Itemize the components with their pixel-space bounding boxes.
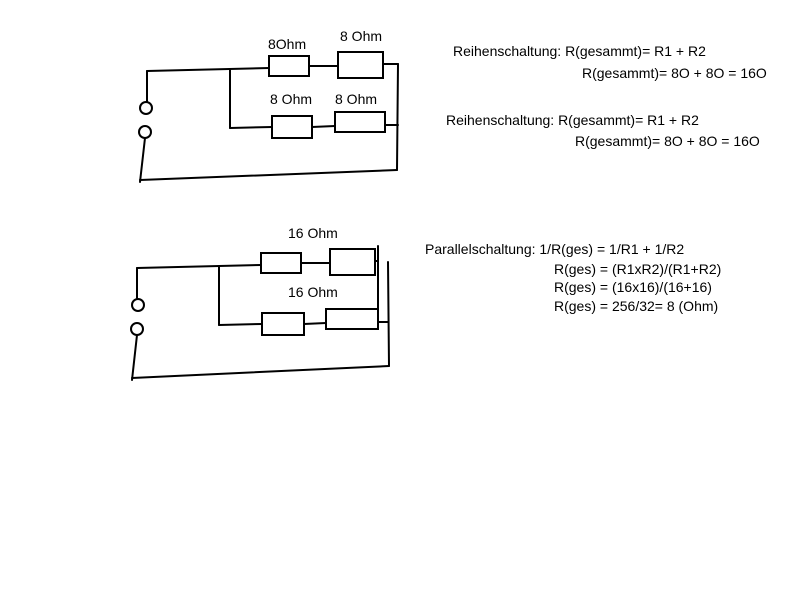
series-equation-1-line-1: Reihenschaltung: R(gesammt)= R1 + R2 [453, 43, 706, 59]
series-equation-2-line-1: Reihenschaltung: R(gesammt)= R1 + R2 [446, 112, 699, 128]
c2-bottom-lead [218, 323, 263, 326]
c2-resistor-top-1 [260, 252, 302, 274]
c2-bottom-link [303, 322, 327, 325]
c1-bottom-link [311, 125, 336, 128]
c2-label-bottom: 16 Ohm [288, 284, 338, 300]
c1-label-top-2: 8 Ohm [340, 28, 382, 44]
circuit-2: 16 Ohm 16 Ohm [130, 225, 390, 381]
c2-right-rail [387, 261, 390, 367]
c1-return-wire [139, 169, 398, 181]
c2-left-wire-bottom [131, 334, 138, 381]
c1-top-wire [146, 67, 270, 72]
c2-terminal-top [131, 298, 145, 312]
c1-bottom-lead [229, 126, 273, 129]
series-equation-2-line-2: R(gesammt)= 8O + 8O = 16O [575, 133, 760, 149]
series-equation-1-line-2: R(gesammt)= 8O + 8O = 16O [582, 65, 767, 81]
c2-resistor-bottom-1 [261, 312, 305, 336]
parallel-equation-line-4: R(ges) = 256/32= 8 (Ohm) [554, 298, 719, 314]
parallel-equation-line-1: Parallelschaltung: 1/R(ges) = 1/R1 + 1/R… [425, 241, 685, 257]
c1-resistor-top-1 [268, 55, 310, 77]
c2-resistor-bottom-2 [325, 308, 379, 330]
c2-terminal-bottom [130, 322, 144, 336]
c2-return-wire [131, 365, 390, 379]
c1-terminal-bottom [138, 125, 152, 139]
c1-resistor-bottom-2 [334, 111, 386, 133]
parallel-equation-line-3: R(ges) = (16x16)/(16+16) [554, 279, 712, 295]
c1-left-wire-bottom [139, 137, 146, 183]
c1-resistor-bottom-1 [271, 115, 313, 139]
c1-label-top-1: 8Ohm [268, 36, 306, 52]
c1-label-bottom-1: 8 Ohm [270, 91, 312, 107]
c1-resistor-top-2 [337, 51, 384, 79]
c2-resistor-top-2 [329, 248, 376, 276]
c1-label-bottom-2: 8 Ohm [335, 91, 377, 107]
c1-terminal-top [139, 101, 153, 115]
parallel-equation-line-2: R(ges) = (R1xR2)/(R1+R2) [554, 261, 722, 277]
circuit-1: 8Ohm 8 Ohm 8 Ohm 8 Ohm [138, 28, 399, 183]
c1-right-rail [396, 63, 399, 171]
c2-top-wire [136, 264, 262, 269]
c2-label-top: 16 Ohm [288, 225, 338, 241]
